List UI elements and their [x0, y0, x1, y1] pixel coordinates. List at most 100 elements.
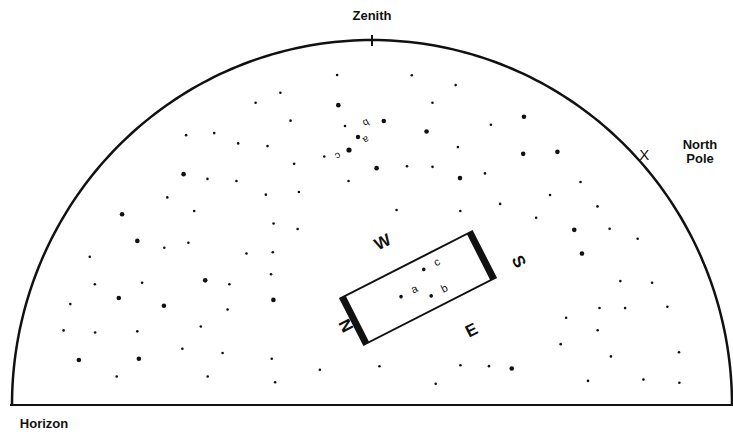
chart-star	[421, 267, 426, 272]
star	[181, 172, 186, 177]
star	[120, 212, 125, 217]
star	[193, 210, 196, 213]
star	[619, 280, 622, 283]
star	[245, 252, 248, 255]
sky-label: Zenith	[353, 9, 392, 23]
star	[279, 91, 282, 94]
star	[254, 101, 257, 104]
star	[580, 251, 585, 256]
star	[296, 228, 299, 231]
chart-star	[399, 294, 404, 299]
star	[293, 163, 296, 166]
star	[499, 203, 502, 206]
star	[88, 256, 91, 259]
star	[62, 329, 65, 332]
star	[678, 351, 681, 354]
star	[319, 369, 322, 372]
star	[94, 283, 97, 286]
star	[115, 375, 118, 378]
chart-star-letter: b	[439, 282, 449, 295]
star	[237, 142, 240, 145]
star	[274, 381, 277, 384]
star	[163, 246, 166, 249]
star	[203, 278, 208, 283]
star	[509, 366, 514, 371]
star	[521, 152, 526, 157]
star	[596, 205, 599, 208]
star	[235, 180, 238, 183]
star	[457, 146, 460, 149]
sky-label: b	[361, 117, 371, 129]
sky-label: W	[372, 231, 395, 255]
star	[94, 331, 97, 334]
star	[579, 181, 582, 184]
star	[666, 305, 669, 308]
star	[488, 365, 491, 368]
star	[346, 147, 351, 152]
star	[395, 209, 398, 212]
star	[344, 125, 347, 128]
star	[206, 375, 209, 378]
star	[116, 296, 121, 301]
star	[434, 383, 437, 386]
star	[424, 129, 429, 134]
star	[187, 241, 190, 244]
star	[587, 380, 590, 383]
star	[272, 222, 275, 225]
star	[382, 119, 387, 124]
star	[185, 134, 188, 137]
star	[137, 357, 142, 362]
star	[200, 325, 203, 328]
horizon-line	[10, 404, 733, 406]
star	[336, 74, 339, 77]
star	[135, 239, 140, 244]
sky-label: X	[639, 147, 649, 164]
star	[166, 196, 169, 199]
star	[136, 330, 139, 333]
star	[636, 237, 639, 240]
star	[298, 191, 301, 194]
star	[265, 193, 268, 196]
star	[484, 172, 487, 175]
sky-label: Horizon	[20, 417, 68, 431]
star	[213, 132, 216, 135]
star	[431, 101, 434, 104]
star	[651, 281, 654, 284]
zenith-tick	[371, 35, 373, 46]
star	[336, 103, 341, 108]
sky-label: c	[333, 150, 343, 162]
star	[221, 352, 224, 355]
star	[270, 357, 273, 360]
star	[624, 307, 627, 310]
star	[608, 227, 611, 230]
chart-star	[429, 293, 434, 298]
star	[522, 114, 527, 119]
star	[356, 135, 360, 139]
star	[565, 316, 568, 319]
star	[559, 343, 562, 346]
star	[406, 165, 409, 168]
star	[162, 303, 167, 308]
star	[410, 74, 413, 77]
sky-label: E	[463, 320, 482, 342]
star	[459, 210, 462, 213]
star	[535, 216, 538, 219]
star	[678, 381, 681, 384]
star	[431, 166, 434, 169]
star	[323, 155, 326, 158]
star	[141, 282, 144, 285]
chart-star-letter: c	[432, 256, 442, 268]
star	[181, 347, 184, 350]
sky-label: a	[361, 134, 371, 146]
star	[206, 178, 209, 181]
star	[458, 176, 463, 181]
star	[289, 119, 292, 122]
star	[378, 365, 381, 368]
sky-dome	[12, 40, 732, 405]
star	[226, 308, 229, 311]
star	[642, 378, 645, 381]
chart-star-letter: a	[409, 283, 419, 296]
star	[271, 298, 276, 303]
